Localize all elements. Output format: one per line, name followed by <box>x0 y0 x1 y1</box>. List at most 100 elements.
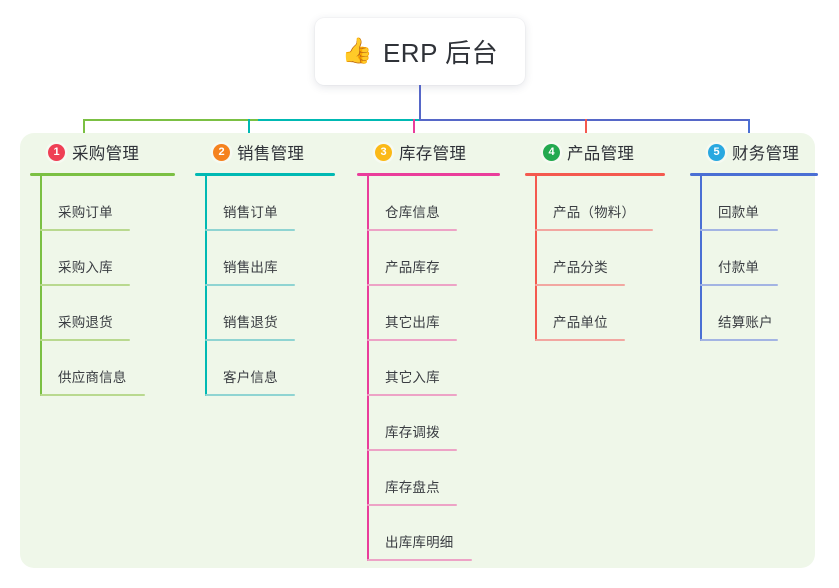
item-spine-line <box>700 286 702 341</box>
branch-title: 产品管理 <box>567 145 635 163</box>
branch-column-5[interactable]: 5 财务管理回款单付款单结算账户 <box>690 133 818 341</box>
branch-title: 库存管理 <box>399 145 467 163</box>
branch-drop-line-1 <box>83 119 86 137</box>
item-spine-line <box>535 286 537 341</box>
item-label: 采购订单 <box>58 205 113 220</box>
branch-number-badge: 1 <box>48 143 65 161</box>
item-label: 其它出库 <box>385 315 440 330</box>
item-label: 销售订单 <box>223 205 278 220</box>
branch-header-underline <box>525 173 665 176</box>
list-item[interactable]: 采购入库 <box>30 231 175 286</box>
item-underline <box>367 559 472 561</box>
item-spine-line <box>205 341 207 396</box>
branch-item-list: 销售订单销售出库销售退货客户信息 <box>195 176 335 396</box>
list-item[interactable]: 产品单位 <box>525 286 665 341</box>
item-label: 其它入库 <box>385 370 440 385</box>
item-spine-line <box>367 506 369 561</box>
branch-item-list: 回款单付款单结算账户 <box>690 176 818 341</box>
item-label: 库存盘点 <box>385 480 440 495</box>
branch-column-3[interactable]: 3 库存管理仓库信息产品库存其它出库其它入库库存调拨库存盘点出库库明细 <box>357 133 500 561</box>
thumbs-up-icon: 👍 <box>341 37 373 65</box>
item-label: 采购退货 <box>58 315 113 330</box>
list-item[interactable]: 采购订单 <box>30 176 175 231</box>
item-underline <box>700 284 778 286</box>
bus-segment-teal <box>258 119 419 122</box>
branch-number-badge: 5 <box>708 143 725 161</box>
branch-header-underline <box>357 173 500 176</box>
item-underline <box>40 284 130 286</box>
list-item[interactable]: 产品分类 <box>525 231 665 286</box>
branch-item-list: 仓库信息产品库存其它出库其它入库库存调拨库存盘点出库库明细 <box>357 176 500 561</box>
list-item[interactable]: 供应商信息 <box>30 341 175 396</box>
branch-header-5[interactable]: 5 财务管理 <box>690 133 818 171</box>
branch-drop-line-4 <box>585 119 588 137</box>
item-spine-line <box>535 231 537 286</box>
list-item[interactable]: 采购退货 <box>30 286 175 341</box>
item-label: 出库库明细 <box>385 535 454 550</box>
branch-drop-line-5 <box>748 119 751 137</box>
item-spine-line <box>700 176 702 231</box>
item-spine-line <box>205 176 207 231</box>
branch-number-badge: 3 <box>375 143 392 161</box>
item-underline <box>367 394 457 396</box>
item-label: 销售出库 <box>223 260 278 275</box>
item-label: 回款单 <box>718 205 760 220</box>
branch-drop-line-2 <box>248 119 251 137</box>
item-underline <box>40 339 130 341</box>
item-spine-line <box>367 396 369 451</box>
item-spine-line <box>367 231 369 286</box>
branch-item-list: 产品（物料）产品分类产品单位 <box>525 176 665 341</box>
list-item[interactable]: 出库库明细 <box>357 506 500 561</box>
list-item[interactable]: 其它出库 <box>357 286 500 341</box>
item-label: 产品单位 <box>553 315 608 330</box>
list-item[interactable]: 销售出库 <box>195 231 335 286</box>
branch-drop-line-3 <box>413 119 416 137</box>
branch-header-underline <box>690 173 818 176</box>
branches-panel <box>20 133 815 568</box>
item-underline <box>535 284 625 286</box>
list-item[interactable]: 其它入库 <box>357 341 500 396</box>
list-item[interactable]: 仓库信息 <box>357 176 500 231</box>
list-item[interactable]: 回款单 <box>690 176 818 231</box>
branch-header-3[interactable]: 3 库存管理 <box>357 133 500 171</box>
item-underline <box>700 229 778 231</box>
item-label: 供应商信息 <box>58 370 127 385</box>
item-label: 客户信息 <box>223 370 278 385</box>
list-item[interactable]: 付款单 <box>690 231 818 286</box>
item-label: 库存调拨 <box>385 425 440 440</box>
list-item[interactable]: 产品（物料） <box>525 176 665 231</box>
item-spine-line <box>367 341 369 396</box>
item-underline <box>205 229 295 231</box>
item-underline <box>40 229 130 231</box>
branch-item-list: 采购订单采购入库采购退货供应商信息 <box>30 176 175 396</box>
list-item[interactable]: 产品库存 <box>357 231 500 286</box>
item-underline <box>367 284 457 286</box>
bus-segment-green <box>83 119 258 122</box>
item-label: 销售退货 <box>223 315 278 330</box>
item-underline <box>367 449 457 451</box>
item-spine-line <box>40 231 42 286</box>
list-item[interactable]: 销售退货 <box>195 286 335 341</box>
item-underline <box>205 339 295 341</box>
item-spine-line <box>205 231 207 286</box>
root-node-title: ERP 后台 <box>382 38 499 68</box>
list-item[interactable]: 库存调拨 <box>357 396 500 451</box>
list-item[interactable]: 客户信息 <box>195 341 335 396</box>
branch-header-underline <box>30 173 175 176</box>
list-item[interactable]: 销售订单 <box>195 176 335 231</box>
item-label: 结算账户 <box>718 315 773 330</box>
item-spine-line <box>367 286 369 341</box>
list-item[interactable]: 库存盘点 <box>357 451 500 506</box>
list-item[interactable]: 结算账户 <box>690 286 818 341</box>
root-node-erp-backend[interactable]: 👍 ERP 后台 <box>315 18 525 85</box>
item-label: 仓库信息 <box>385 205 440 220</box>
branch-title: 财务管理 <box>732 145 800 163</box>
item-spine-line <box>700 231 702 286</box>
